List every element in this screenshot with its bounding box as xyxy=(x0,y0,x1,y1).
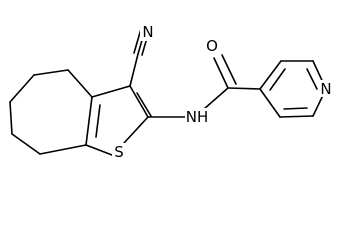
carbonyl-oxygen-label: O xyxy=(206,37,218,55)
thiophene-s-mask xyxy=(112,143,127,161)
amide-nh-label: NH xyxy=(186,108,209,126)
bond-lines xyxy=(9,28,327,156)
carbonyl-o-mask xyxy=(204,37,221,54)
nitrile-n-mask xyxy=(140,24,156,41)
pyridine-nitrogen-label: N xyxy=(320,80,331,98)
atom-labels: N O N NH S xyxy=(112,23,334,161)
chemical-structure-diagram: N O N NH S xyxy=(9,23,334,161)
pyridine-n-mask xyxy=(318,80,334,97)
amide-nh-mask xyxy=(185,108,210,126)
nitrile-nitrogen-label: N xyxy=(142,23,153,41)
thiophene-sulfur-label: S xyxy=(114,143,124,161)
